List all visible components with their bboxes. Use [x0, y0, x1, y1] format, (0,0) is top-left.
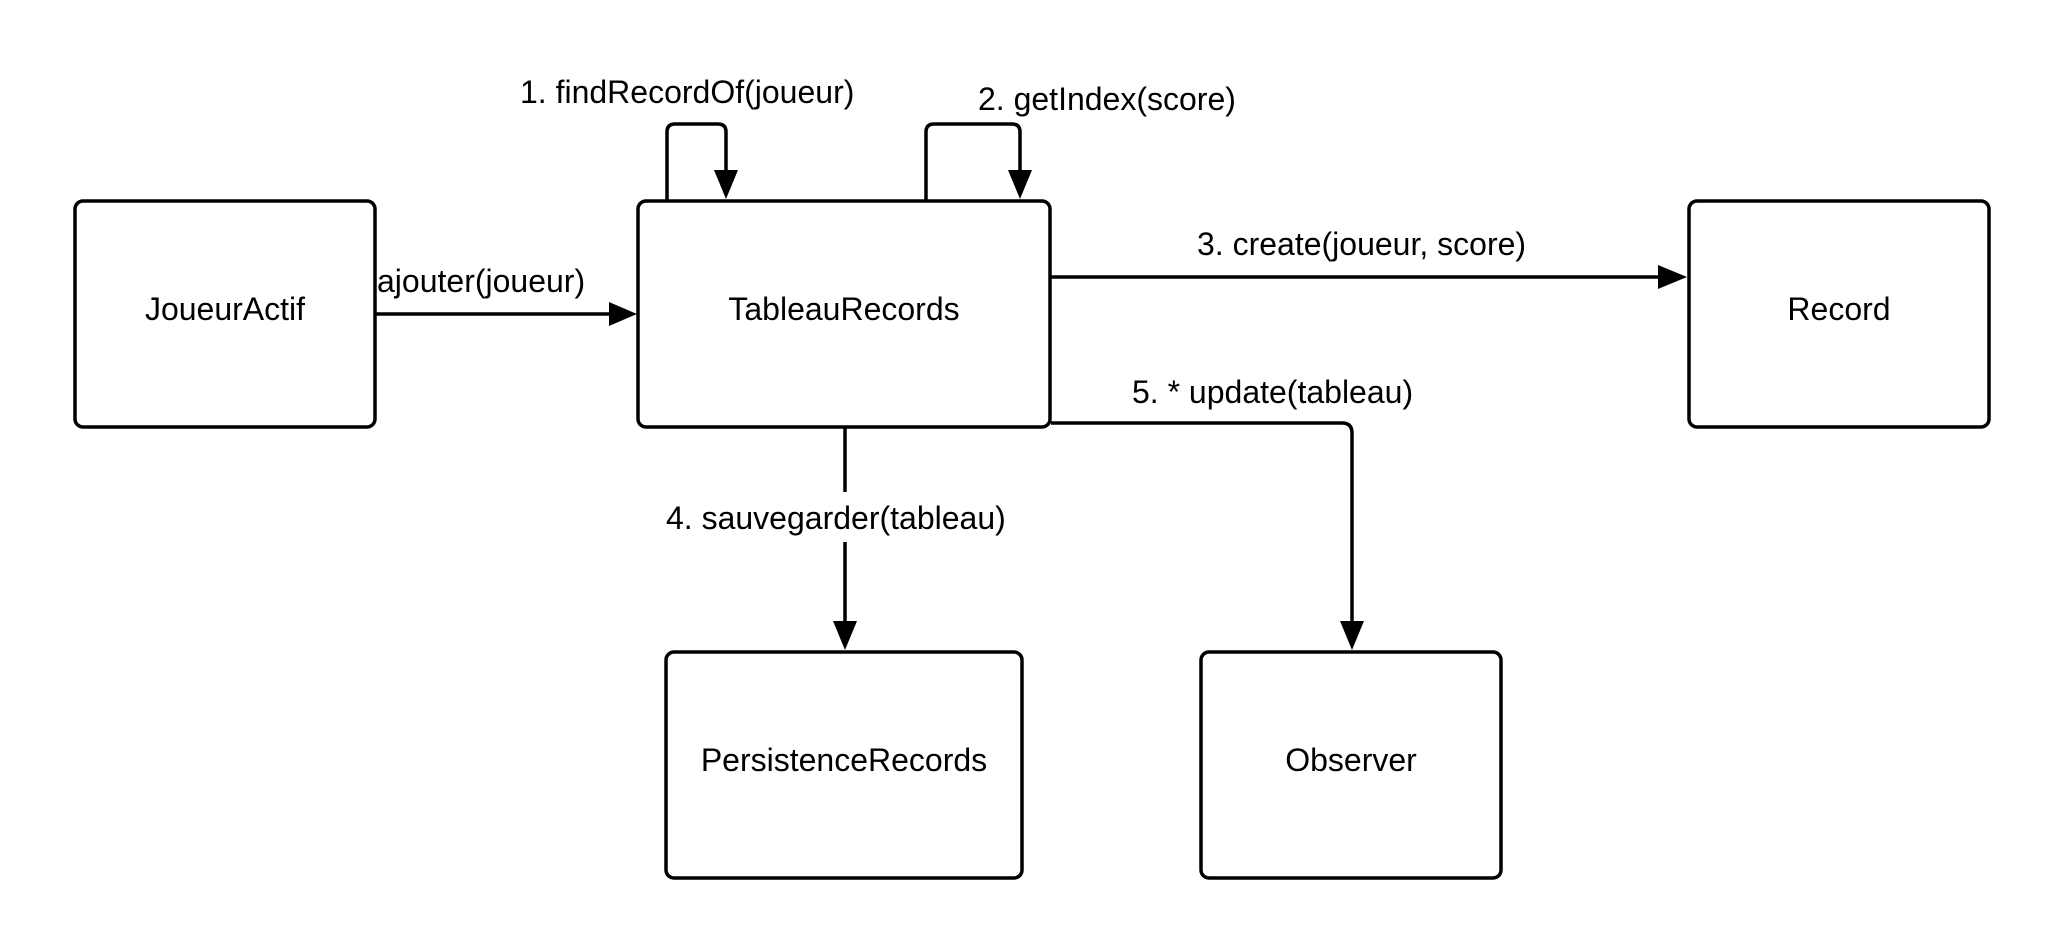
edge-find-record-of-line	[665, 122, 728, 201]
edge-get-index-arrowhead	[1008, 170, 1032, 199]
edge-update-line	[1051, 421, 1354, 623]
edge-sauvegarder: 4. sauvegarder(tableau)	[660, 428, 1032, 650]
node-joueur-actif-label: JoueurActif	[145, 291, 305, 327]
node-joueur-actif: JoueurActif	[73, 199, 377, 429]
edge-sauvegarder-label: 4. sauvegarder(tableau)	[666, 500, 1006, 536]
node-tableau-records: TableauRecords	[636, 199, 1052, 429]
edge-find-record-of: 1. findRecordOf(joueur)	[520, 74, 854, 201]
edge-update: 5. * update(tableau)	[1051, 374, 1413, 650]
edge-update-label: 5. * update(tableau)	[1132, 374, 1413, 410]
edge-find-record-of-arrowhead	[714, 170, 738, 199]
node-record-box	[1687, 199, 1991, 429]
edge-get-index-line	[924, 122, 1022, 201]
edge-create: 3. create(joueur, score)	[1051, 226, 1687, 289]
node-tableau-records-box	[636, 199, 1052, 429]
edge-ajouter-arrowhead	[609, 302, 637, 326]
edge-sauvegarder-label-background	[660, 492, 1032, 542]
node-persistence-records-label: PersistenceRecords	[701, 742, 987, 778]
node-persistence-records: PersistenceRecords	[664, 650, 1024, 880]
edge-sauvegarder-arrowhead	[833, 621, 857, 650]
edge-get-index: 2. getIndex(score)	[924, 81, 1236, 201]
edge-ajouter-label: ajouter(joueur)	[377, 263, 585, 299]
edge-get-index-label: 2. getIndex(score)	[978, 81, 1236, 117]
edge-create-label: 3. create(joueur, score)	[1197, 226, 1526, 262]
node-joueur-actif-box	[73, 199, 377, 429]
node-observer-box	[1199, 650, 1503, 880]
node-observer: Observer	[1199, 650, 1503, 880]
edge-create-arrowhead	[1658, 265, 1687, 289]
node-record-label: Record	[1787, 291, 1890, 327]
edge-update-arrowhead	[1340, 621, 1364, 650]
edge-find-record-of-label: 1. findRecordOf(joueur)	[520, 74, 854, 110]
node-tableau-records-label: TableauRecords	[728, 291, 959, 327]
edge-ajouter: ajouter(joueur)	[376, 263, 637, 326]
node-persistence-records-box	[664, 650, 1024, 880]
node-observer-label: Observer	[1285, 742, 1417, 778]
node-record: Record	[1687, 199, 1991, 429]
